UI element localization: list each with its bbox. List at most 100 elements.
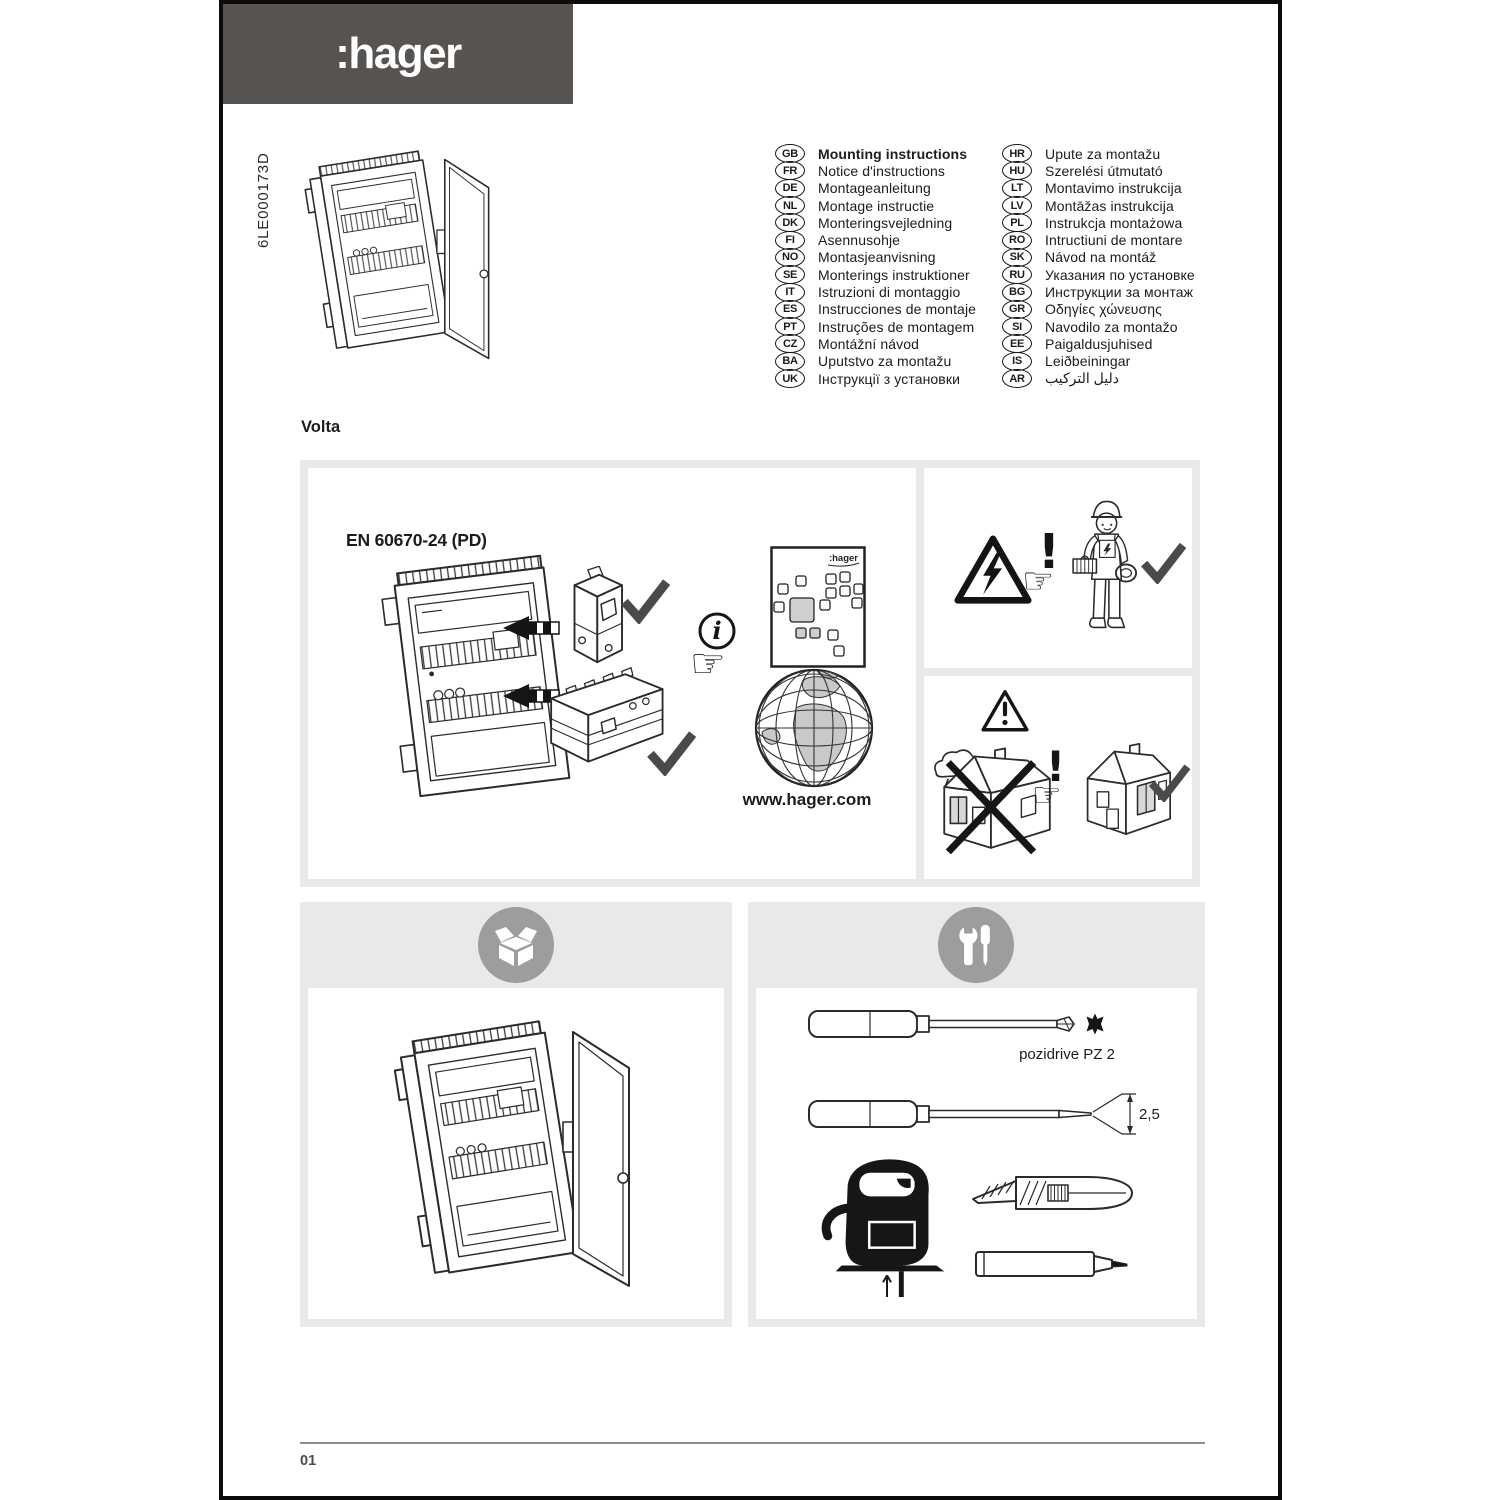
product-name: Volta <box>301 418 341 436</box>
language-label: Инструкции за монтаж <box>1045 284 1194 301</box>
language-label: دليل التركيب <box>1045 370 1119 386</box>
qualified-electrician-figure: ! ☞ <box>924 468 1192 668</box>
language-label: Intructiuni de montare <box>1045 232 1183 249</box>
language-code-badge: GR <box>1002 299 1032 319</box>
marker-pen-icon <box>975 1251 1128 1277</box>
language-code-badge: HR <box>1002 144 1032 164</box>
catalog-brand: :hager <box>829 553 858 564</box>
hager-logo: :hager <box>335 29 462 78</box>
language-row: NO Montasjeanvisning <box>775 247 1001 267</box>
language-row: IT Istruzioni di montaggio <box>775 282 1001 302</box>
language-code-badge: SK <box>1002 247 1032 267</box>
language-row: IS Leiðbeiningar <box>1002 351 1232 371</box>
language-row: SI Navodilo za montažo <box>1002 317 1232 337</box>
language-row: SK Návod na montáž <box>1002 247 1232 267</box>
language-code-badge: NL <box>775 196 805 216</box>
required-tools-body: pozidrive PZ 2 <box>756 988 1197 1319</box>
language-label: Szerelési útmutató <box>1045 162 1163 179</box>
jigsaw-icon <box>821 1159 945 1298</box>
language-row: DK Monteringsvejledning <box>775 213 1001 233</box>
enclosure-drawing-small <box>301 149 490 360</box>
language-label: Asennusohje <box>818 232 901 249</box>
language-label: Montasjeanvisning <box>818 249 936 266</box>
language-code-badge: SE <box>775 265 805 285</box>
language-row: LV Montāžas instrukcija <box>1002 196 1232 216</box>
language-row: AR دليل التركيب <box>1002 369 1232 389</box>
tools-icon <box>938 907 1014 983</box>
language-row: PL Instrukcja montażowa <box>1002 213 1232 233</box>
language-label: Instrucciones de montaje <box>818 301 977 318</box>
check-icon <box>1140 540 1188 584</box>
language-label: Instrukcja montażowa <box>1045 214 1183 231</box>
language-code-badge: HU <box>1002 161 1032 181</box>
language-row: BA Uputstvo za montažu <box>775 351 1001 371</box>
language-code-badge: GB <box>775 144 805 164</box>
language-label: Οδηγίες χώνευσης <box>1045 301 1163 318</box>
language-code-badge: CZ <box>775 334 805 354</box>
enclosure-drawing-open <box>389 1019 630 1287</box>
language-code-badge: DE <box>775 178 805 198</box>
language-row: UK Інструкції з установки <box>775 369 1001 389</box>
exclamation-mark: ! <box>1046 742 1066 791</box>
house-outdoor-crossed-drawing <box>934 747 1051 854</box>
check-icon <box>620 576 672 624</box>
language-code-badge: BA <box>775 351 805 371</box>
brand-header: :hager <box>223 4 573 104</box>
package-contents-body <box>308 988 724 1319</box>
info-glyph: i <box>712 616 721 645</box>
language-label: Uputstvo za montažu <box>818 353 952 370</box>
language-row: PT Instruções de montagem <box>775 317 1001 337</box>
language-row: HU Szerelési útmutató <box>1002 161 1232 181</box>
language-label: Montavimo instrukcija <box>1045 180 1182 197</box>
language-code-badge: LV <box>1002 196 1032 216</box>
language-label: Montageanleitung <box>818 180 931 197</box>
language-code-badge: ES <box>775 299 805 319</box>
language-row: GR Οδηγίες χώνευσης <box>1002 299 1232 319</box>
package-icon <box>478 907 554 983</box>
utility-knife-icon <box>972 1176 1133 1210</box>
website-url: www.hager.com <box>742 790 872 809</box>
page-number: 01 <box>300 1453 317 1469</box>
language-list-right: HR Upute za montažu HU Szerelési útmutat… <box>1002 144 1232 389</box>
language-code-badge: DK <box>775 213 805 233</box>
language-row: RO Intructiuni de montare <box>1002 230 1232 250</box>
wrench-screwdriver-glyph <box>959 923 990 967</box>
language-label: Montážní návod <box>818 335 920 352</box>
language-code-badge: IS <box>1002 351 1032 371</box>
language-label: Upute za montažu <box>1045 145 1161 162</box>
language-label: Montāžas instrukcija <box>1045 197 1174 214</box>
language-code-badge: UK <box>775 369 805 389</box>
language-row: HR Upute za montažu <box>1002 144 1232 164</box>
language-code-badge: PT <box>775 317 805 337</box>
language-row: BG Инструкции за монтаж <box>1002 282 1232 302</box>
check-icon <box>1148 762 1192 802</box>
electrician-drawing <box>1072 500 1138 629</box>
language-row: GB Mounting instructions <box>775 144 1001 164</box>
language-row: FI Asennusohje <box>775 230 1001 250</box>
language-code-badge: EE <box>1002 334 1032 354</box>
compatibility-figure: EN 60670-24 (PD) <box>308 468 916 879</box>
flat-screwdriver-drawing: 2,5 <box>808 1093 1160 1135</box>
hand-pointer-icon: ☞ <box>1022 561 1055 602</box>
house-indoor-drawing <box>1086 742 1172 835</box>
footer-rule <box>300 1442 1205 1444</box>
circuit-breaker-4pole-drawing <box>550 667 664 763</box>
language-label: Návod na montáž <box>1045 249 1157 266</box>
language-code-badge: BG <box>1002 282 1032 302</box>
language-row: FR Notice d'instructions <box>775 161 1001 181</box>
exclamation-mark: ! <box>1038 524 1060 580</box>
language-row: CZ Montážní návod <box>775 334 1001 354</box>
language-label: Monteringsvejledning <box>818 214 953 231</box>
language-row: LT Montavimo instrukcija <box>1002 178 1232 198</box>
flat-width-dimension: 2,5 <box>1139 1106 1160 1123</box>
document-code: 6LE000173D <box>255 152 272 248</box>
language-row: ES Instrucciones de montaje <box>775 299 1001 319</box>
language-label: Navodilo za montažo <box>1045 318 1178 335</box>
language-label: Mounting instructions <box>818 145 968 162</box>
language-code-badge: RU <box>1002 265 1032 285</box>
language-code-badge: SI <box>1002 317 1032 337</box>
language-label: Notice d'instructions <box>818 162 945 179</box>
language-code-badge: FI <box>775 230 805 250</box>
instruction-sheet-page: :hager 6LE000173D GB Mounting instructio… <box>219 0 1282 1500</box>
